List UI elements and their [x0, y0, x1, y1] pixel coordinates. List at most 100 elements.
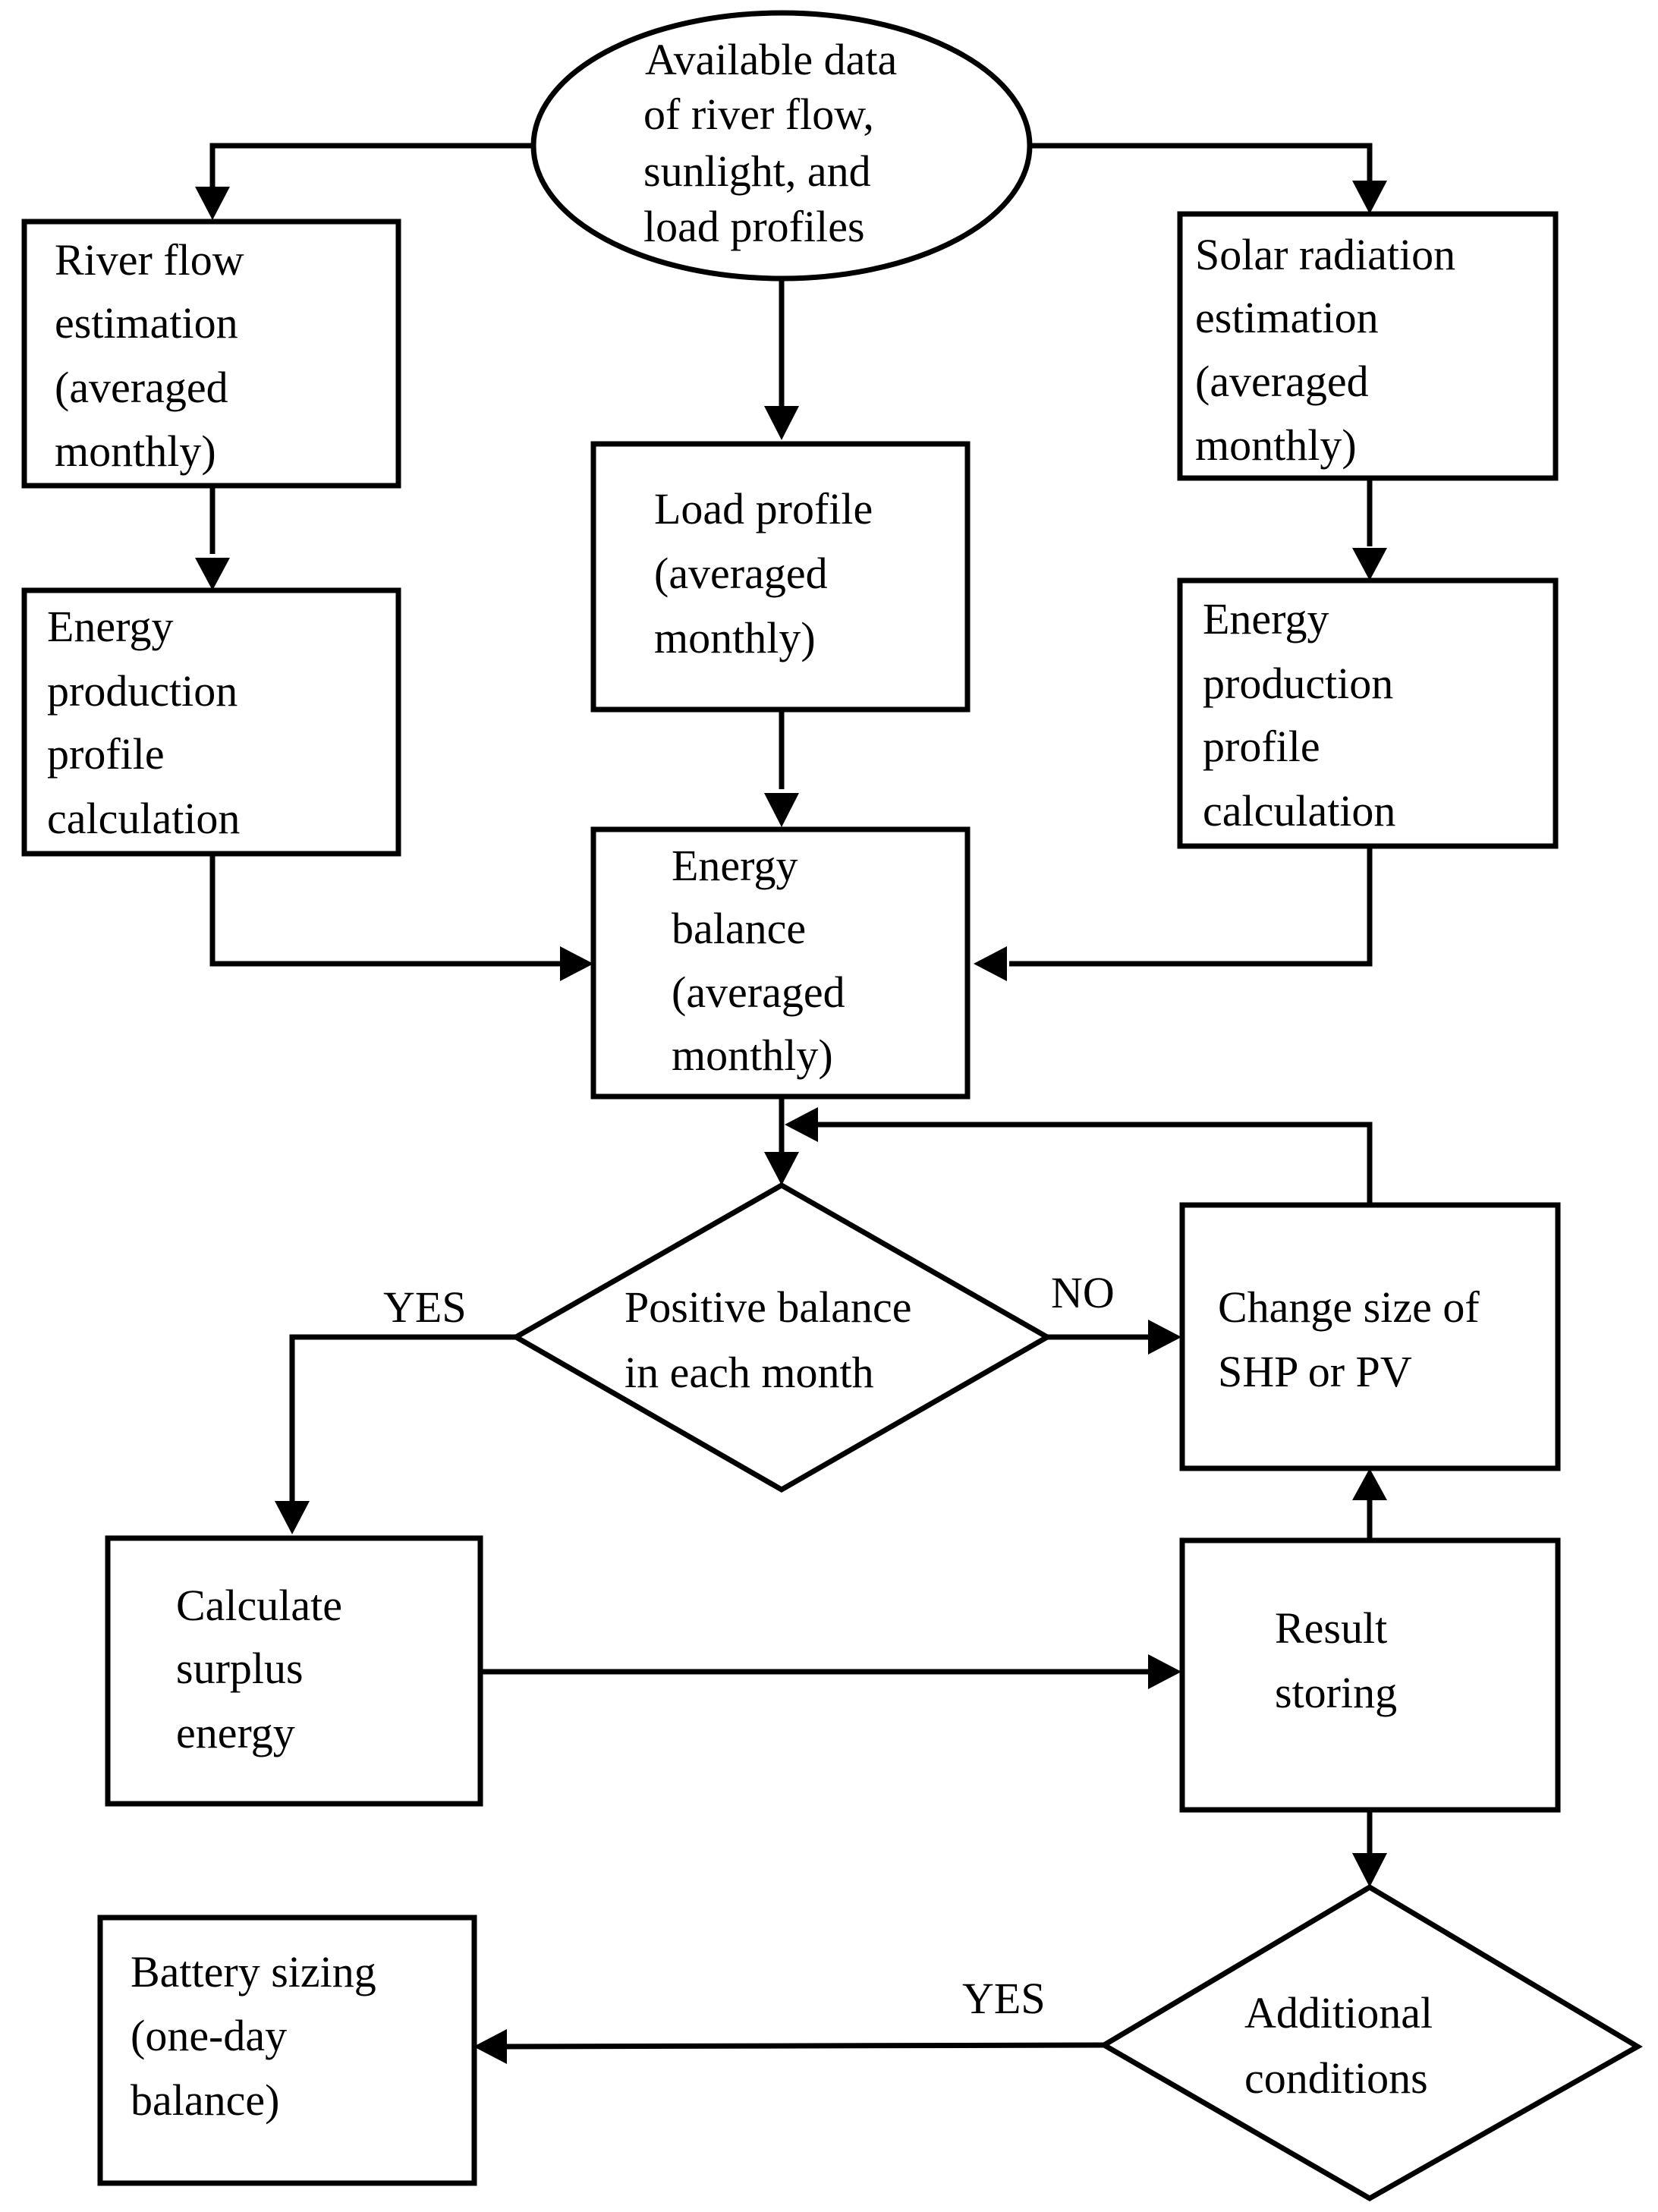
decision-positive-line-1: Positive balance [625, 1282, 912, 1332]
change-size-line-1: Change size of [1218, 1282, 1480, 1332]
energy-left-line-4: calculation [47, 794, 240, 843]
edge-start-to-solar [1028, 143, 1373, 184]
start-ellipse [530, 10, 1033, 282]
river-line-4: monthly) [55, 426, 216, 476]
arrowhead [1352, 1853, 1387, 1887]
result-line-2: storing [1275, 1668, 1397, 1717]
energy-left-label: Energy production profile calculation [47, 602, 249, 843]
node-battery-sizing: Battery sizing (one-day balance) [97, 1915, 477, 2186]
arrowhead [764, 1152, 799, 1185]
energy-left-line-2: production [47, 666, 238, 716]
surplus-label: Calculate surplus energy [176, 1581, 354, 1757]
arrowhead [785, 1107, 818, 1142]
decision-additional-diamond [1099, 1883, 1643, 2202]
start-line-4: load profiles [643, 202, 865, 251]
node-result-storing: Result storing [1179, 1537, 1561, 1813]
edge-change-size-loopback [816, 1122, 1373, 1205]
river-line-3: (averaged [55, 363, 228, 412]
node-energy-production-right: Energy production profile calculation [1177, 577, 1559, 849]
edge-energy-left-to-balance [209, 854, 562, 967]
energy-left-line-1: Energy [47, 602, 173, 651]
start-line-1: Available data [645, 35, 897, 84]
solar-box [1177, 211, 1559, 481]
arrowhead [1148, 1654, 1181, 1689]
energy-right-label: Energy production profile calculation [1203, 594, 1405, 835]
balance-line-2: balance [672, 904, 806, 953]
node-decision-additional-conditions: Additional conditions [1099, 1883, 1643, 2202]
change-size-line-2: SHP or PV [1218, 1347, 1412, 1396]
node-start: Available data of river flow, sunlight, … [530, 10, 1033, 282]
arrowhead [764, 406, 799, 440]
edge-energy-right-to-balance [1009, 846, 1373, 967]
battery-line-3: balance) [131, 2075, 279, 2125]
energy-left-box [21, 587, 401, 857]
decision-additional-line-1: Additional [1244, 1988, 1433, 2037]
start-line-2: of river flow, [643, 90, 874, 139]
node-load-profile: Load profile (averaged monthly) [590, 441, 971, 713]
load-label: Load profile (averaged monthly) [654, 484, 884, 662]
arrowhead [1352, 548, 1387, 581]
solar-line-2: estimation [1195, 293, 1379, 342]
edge-start-to-river [209, 143, 535, 190]
change-size-box [1179, 1202, 1561, 1471]
arrowhead [1352, 1468, 1387, 1500]
start-label: Available data of river flow, sunlight, … [643, 35, 908, 251]
arrowhead [560, 946, 593, 981]
surplus-box [105, 1535, 483, 1807]
edge-decision-yes-to-surplus [289, 1334, 516, 1502]
arrowhead [974, 946, 1007, 981]
river-box [21, 219, 401, 489]
energy-right-line-4: calculation [1203, 786, 1395, 835]
energy-right-line-3: profile [1203, 722, 1320, 771]
load-line-3: monthly) [654, 613, 816, 662]
decision-additional-line-2: conditions [1244, 2053, 1428, 2103]
edge-additional-yes-to-battery [504, 2042, 1105, 2050]
edge-label-yes-additional: YES [962, 1974, 1046, 2023]
river-line-1: River flow [55, 235, 244, 285]
surplus-line-1: Calculate [176, 1581, 342, 1630]
battery-label: Battery sizing (one-day balance) [131, 1947, 387, 2125]
river-line-2: estimation [55, 298, 238, 348]
arrowhead [1148, 1320, 1181, 1355]
node-energy-production-left: Energy production profile calculation [21, 587, 401, 857]
arrowhead [764, 793, 799, 827]
arrowhead [195, 558, 230, 590]
surplus-line-3: energy [176, 1708, 295, 1757]
result-box [1179, 1537, 1561, 1813]
arrowhead [195, 187, 230, 220]
result-line-1: Result [1275, 1603, 1387, 1653]
change-size-label: Change size of SHP or PV [1218, 1282, 1490, 1396]
solar-line-4: monthly) [1195, 420, 1357, 470]
load-line-2: (averaged [654, 549, 828, 598]
decision-additional-label: Additional conditions [1244, 1988, 1444, 2103]
node-energy-balance: Energy balance (averaged monthly) [590, 826, 971, 1100]
arrowhead [473, 2029, 507, 2064]
node-change-size: Change size of SHP or PV [1179, 1202, 1561, 1471]
decision-positive-line-2: in each month [625, 1348, 874, 1397]
node-calculate-surplus: Calculate surplus energy [105, 1535, 483, 1807]
edge-label-yes-positive: YES [383, 1282, 467, 1332]
decision-positive-diamond [510, 1182, 1053, 1493]
load-line-1: Load profile [654, 484, 873, 533]
arrowhead [275, 1501, 310, 1534]
result-label: Result storing [1275, 1603, 1398, 1717]
solar-label: Solar radiation estimation (averaged mon… [1195, 230, 1467, 470]
solar-line-3: (averaged [1195, 357, 1369, 406]
node-solar-radiation-estimation: Solar radiation estimation (averaged mon… [1177, 211, 1559, 481]
solar-line-1: Solar radiation [1195, 230, 1455, 279]
balance-line-1: Energy [672, 841, 798, 890]
energy-right-box [1177, 577, 1559, 849]
balance-label: Energy balance (averaged monthly) [672, 841, 856, 1080]
node-river-flow-estimation: River flow estimation (averaged monthly) [21, 219, 401, 489]
balance-line-3: (averaged [672, 968, 845, 1017]
arrowhead [1352, 181, 1387, 214]
energy-right-line-1: Energy [1203, 594, 1329, 643]
river-label: River flow estimation (averaged monthly) [55, 235, 255, 476]
energy-right-line-2: production [1203, 659, 1393, 708]
balance-line-4: monthly) [672, 1030, 833, 1080]
surplus-line-2: surplus [176, 1644, 304, 1693]
start-line-3: sunlight, and [643, 146, 871, 196]
battery-line-2: (one-day [131, 2011, 287, 2060]
balance-box [590, 826, 971, 1100]
